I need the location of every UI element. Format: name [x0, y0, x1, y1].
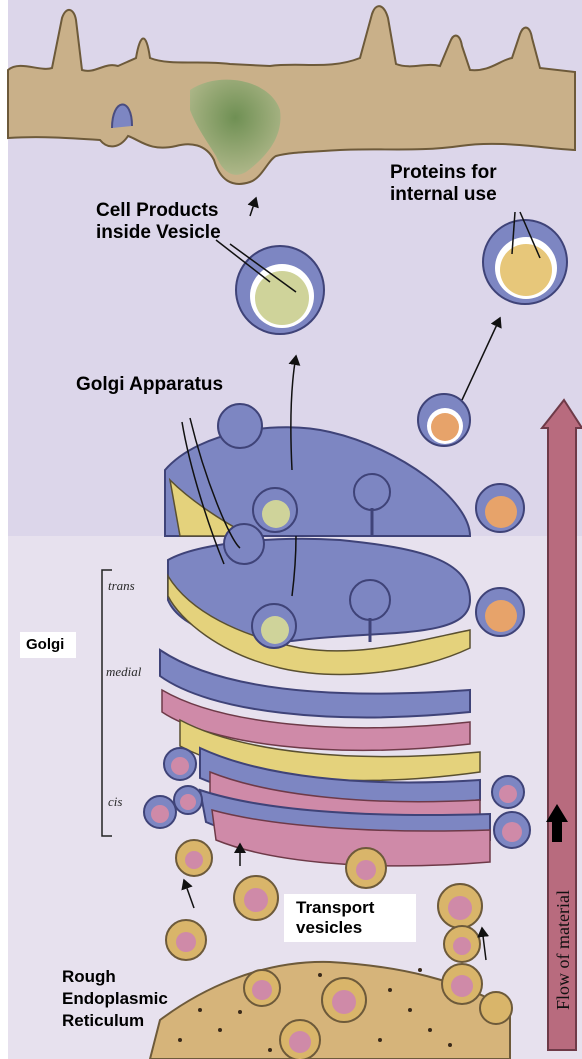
secretory-vesicle [236, 246, 324, 334]
golgi-label: Golgi [26, 636, 64, 653]
trans-label: trans [108, 578, 135, 594]
small-vesicle [476, 484, 524, 532]
small-vesicle [418, 394, 470, 446]
medial-label: medial [106, 664, 141, 680]
golgi-apparatus-label: Golgi Apparatus [76, 374, 223, 396]
cell-products-label: Cell Products inside Vesicle [96, 200, 221, 244]
rough-er-label: Rough Endoplasmic Reticulum [62, 966, 168, 1032]
proteins-internal-label: Proteins for internal use [390, 162, 497, 206]
transport-vesicles-label: Transport vesicles [296, 898, 374, 937]
cis-label: cis [108, 794, 122, 810]
flow-of-material-label: Flow of material [553, 890, 574, 1010]
internal-protein-vesicle [483, 220, 567, 304]
